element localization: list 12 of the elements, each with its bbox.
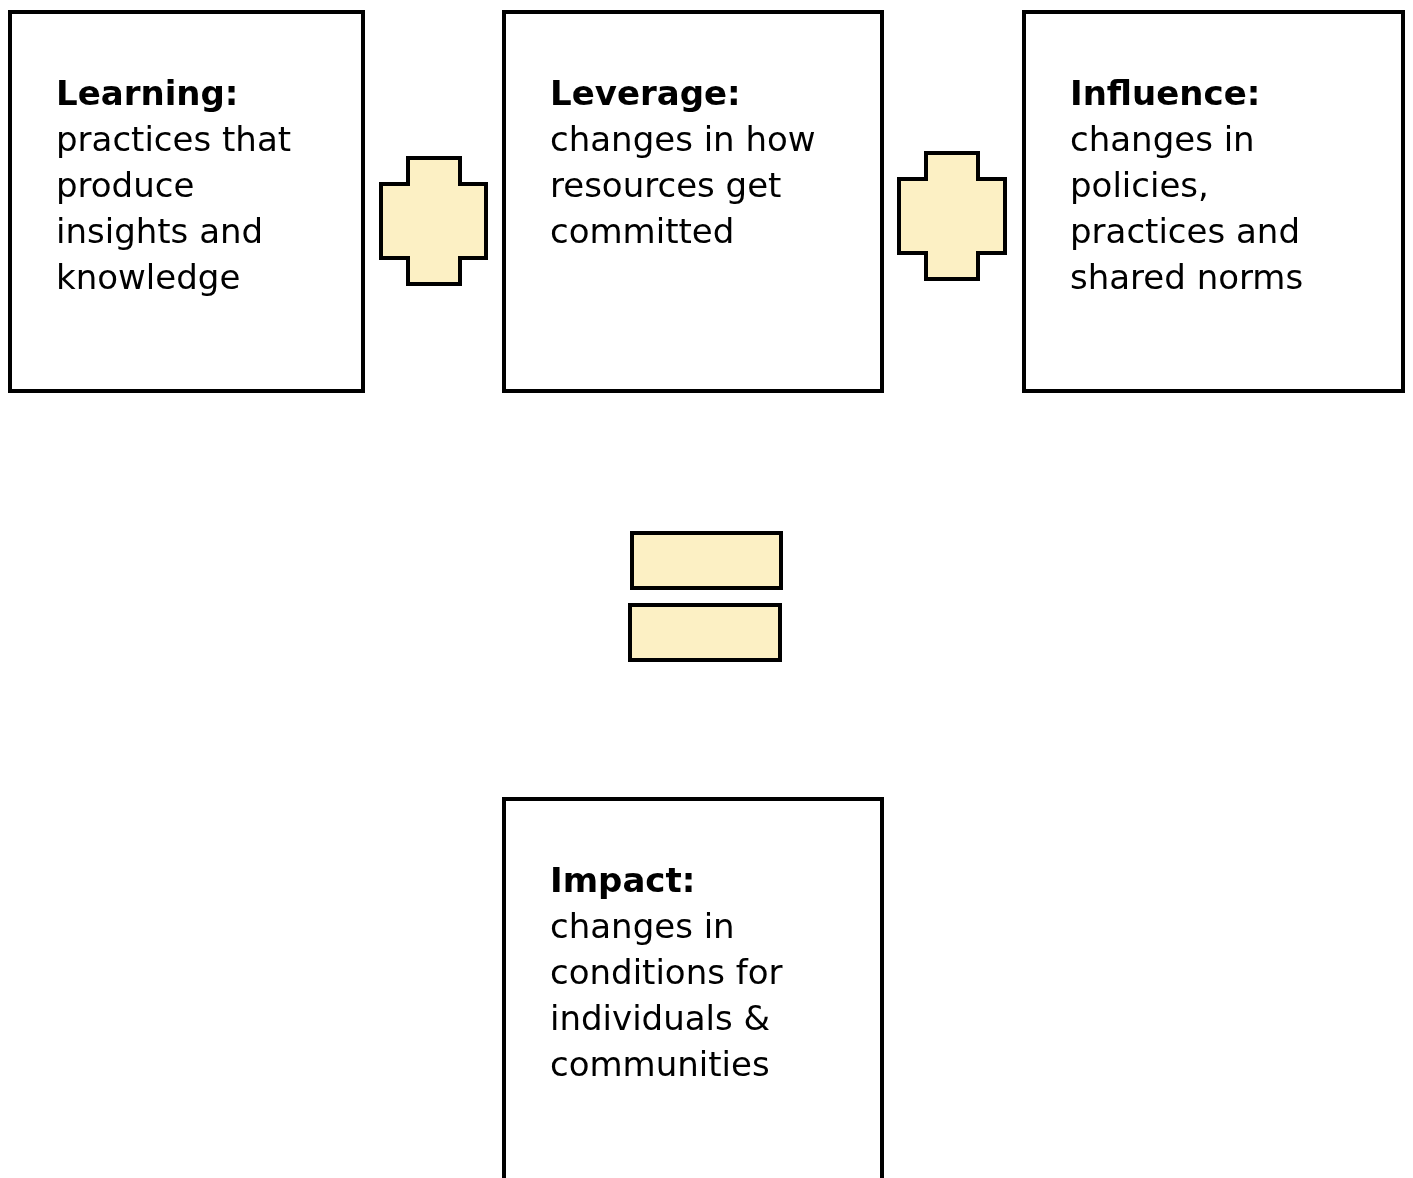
box-heading: Impact:	[550, 859, 696, 902]
text-box	[1022, 10, 1405, 393]
box-description: changes in conditions for individuals & communities	[550, 905, 784, 1086]
box-heading: Leverage:	[550, 72, 741, 115]
box-heading: Influence:	[1070, 72, 1261, 115]
text-box	[502, 797, 884, 1178]
box-heading: Learning:	[56, 72, 239, 115]
box-description: practices that produce insights and knowledge	[56, 118, 293, 299]
box-description: changes in policies, practices and shared norms	[1070, 118, 1305, 299]
text-box	[502, 10, 884, 393]
box-description: changes in how resources get committed	[550, 118, 817, 253]
text-box	[8, 10, 365, 393]
